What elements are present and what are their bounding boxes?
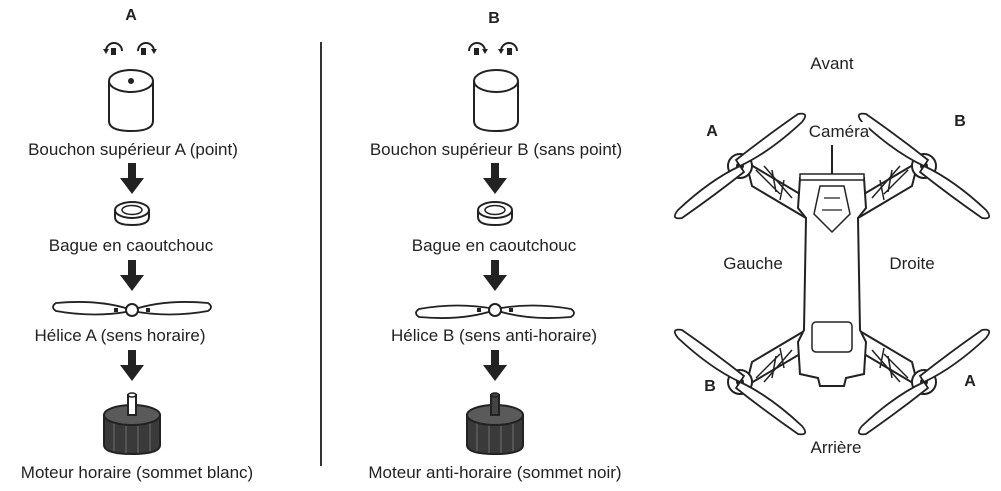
motor-white-top-icon xyxy=(103,392,161,456)
cap-a-label: Bouchon supérieur A (point) xyxy=(28,140,238,159)
ring-a-label: Bague en caoutchouc xyxy=(48,236,214,255)
drone-right-label: Droite xyxy=(889,254,935,273)
top-cap-no-dot-icon xyxy=(473,69,519,133)
prop-b-label: Hélice B (sens anti-horaire) xyxy=(391,326,597,345)
motor-b-label: Moteur anti-horaire (sommet noir) xyxy=(368,463,622,482)
column-b-title: B xyxy=(488,10,500,27)
rubber-ring-icon xyxy=(114,201,150,227)
front-left-prop-tag: A xyxy=(706,123,718,140)
drone-arm-trusses xyxy=(755,165,909,383)
drone-camera-label: Caméra xyxy=(808,122,870,142)
propeller-a-icon xyxy=(52,301,212,317)
front-right-prop-tag: B xyxy=(954,113,966,130)
rear-left-prop-tag: B xyxy=(704,378,716,395)
down-arrow-icon xyxy=(483,260,507,291)
down-arrow-icon xyxy=(120,260,144,291)
drone-propellers xyxy=(673,112,991,436)
propeller-b-icon xyxy=(415,303,575,319)
drone-top-view xyxy=(673,112,991,436)
rear-right-prop-tag: A xyxy=(964,373,976,390)
down-arrow-icon xyxy=(120,163,144,194)
motor-black-top-icon xyxy=(466,392,524,456)
rotate-arrows-icon xyxy=(103,42,157,55)
down-arrow-icon xyxy=(483,350,507,381)
down-arrow-icon xyxy=(483,163,507,194)
column-a-title: A xyxy=(125,7,137,24)
drone-back-label: Arrière xyxy=(810,438,862,457)
ring-b-label: Bague en caoutchouc xyxy=(411,236,577,255)
rotate-arrows-icon xyxy=(468,42,518,55)
top-cap-with-dot-icon xyxy=(108,69,154,133)
cap-b-label: Bouchon supérieur B (sans point) xyxy=(369,140,623,159)
drone-front-label: Avant xyxy=(810,54,854,73)
drone-left-label: Gauche xyxy=(723,254,783,273)
down-arrow-icon xyxy=(120,350,144,381)
column-divider xyxy=(320,42,322,466)
motor-a-label: Moteur horaire (sommet blanc) xyxy=(20,463,254,482)
prop-a-label: Hélice A (sens horaire) xyxy=(34,326,206,345)
rubber-ring-icon xyxy=(477,201,513,227)
